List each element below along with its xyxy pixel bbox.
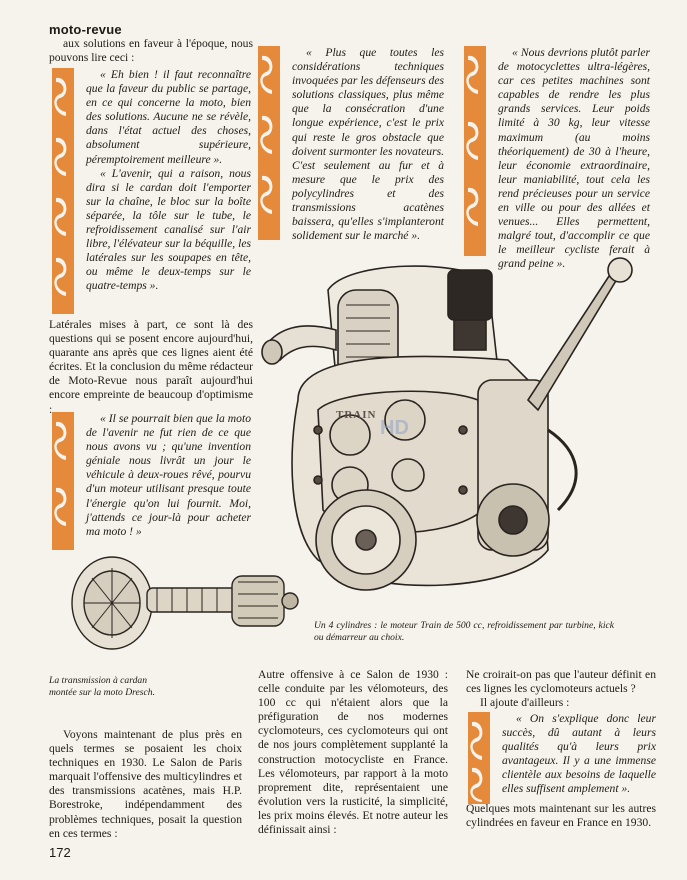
- bottom-col-3-end-text: Quelques mots maintenant sur les autres …: [466, 802, 656, 830]
- left-quotes: « Eh bien ! il faut reconnaître que la f…: [86, 68, 251, 294]
- left-paragraph: Latérales mises à part, ce sont là des q…: [49, 318, 253, 417]
- bottom-col-3-quote-text: « On s'explique donc leur succès, dû aut…: [502, 712, 656, 796]
- quote-text-3: « Il se pourrait bien que la moto de l'a…: [86, 412, 251, 538]
- engine-illustration: TRAIN HD: [261, 257, 633, 591]
- middle-quote: « Plus que toutes les considérations tec…: [292, 46, 444, 243]
- left-quote-3: « Il se pourrait bien que la moto de l'a…: [86, 412, 251, 539]
- section-header: moto-revue: [49, 22, 122, 37]
- bottom-col-1: Voyons maintenant de plus près en quels …: [49, 728, 242, 841]
- bottom-col-3-end: Quelques mots maintenant sur les autres …: [466, 802, 656, 830]
- right-quote-text: « Nous devrions plutôt parler de motocyc…: [498, 46, 650, 271]
- intro-text: aux solutions en faveur à l'époque, nous…: [49, 37, 253, 65]
- bottom-col-3-intro: Ne croirait-on pas que l'auteur définit …: [466, 668, 656, 696]
- right-quote: « Nous devrions plutôt parler de motocyc…: [498, 46, 650, 272]
- bottom-col-3-add: Il ajoute d'ailleurs :: [480, 696, 570, 710]
- middle-quote-text: « Plus que toutes les considérations tec…: [292, 46, 444, 243]
- ornament-left-1: [52, 68, 74, 314]
- ornament-left-2: [52, 412, 74, 550]
- transmission-illustration: [71, 556, 299, 650]
- bottom-col-2-text: Autre offensive à ce Salon de 1930 : cel…: [258, 668, 448, 837]
- paragraph-text: Latérales mises à part, ce sont là des q…: [49, 318, 253, 416]
- bottom-col-3-top: Ne croirait-on pas que l'auteur définit …: [466, 668, 656, 710]
- engine-caption: Un 4 cylindres : le moteur Train de 500 …: [314, 620, 614, 643]
- watermark: HD: [380, 417, 409, 439]
- ornament-middle: [258, 46, 280, 240]
- page-number: 172: [49, 845, 71, 860]
- quote-text-1: « Eh bien ! il faut reconnaître que la f…: [86, 68, 251, 166]
- transmission-caption: La transmission à cardan montée sur la m…: [49, 675, 155, 698]
- quote-text-2: « L'avenir, qui a raison, nous dira si l…: [86, 166, 251, 293]
- bottom-col-2: Autre offensive à ce Salon de 1930 : cel…: [258, 668, 448, 837]
- ornament-bottom: [468, 712, 490, 804]
- left-intro: aux solutions en faveur à l'époque, nous…: [49, 37, 253, 65]
- engine-label: TRAIN: [336, 409, 376, 421]
- ornament-right: [464, 46, 486, 256]
- bottom-col-1-text: Voyons maintenant de plus près en quels …: [49, 728, 242, 840]
- bottom-col-3-quote: « On s'explique donc leur succès, dû aut…: [502, 712, 656, 797]
